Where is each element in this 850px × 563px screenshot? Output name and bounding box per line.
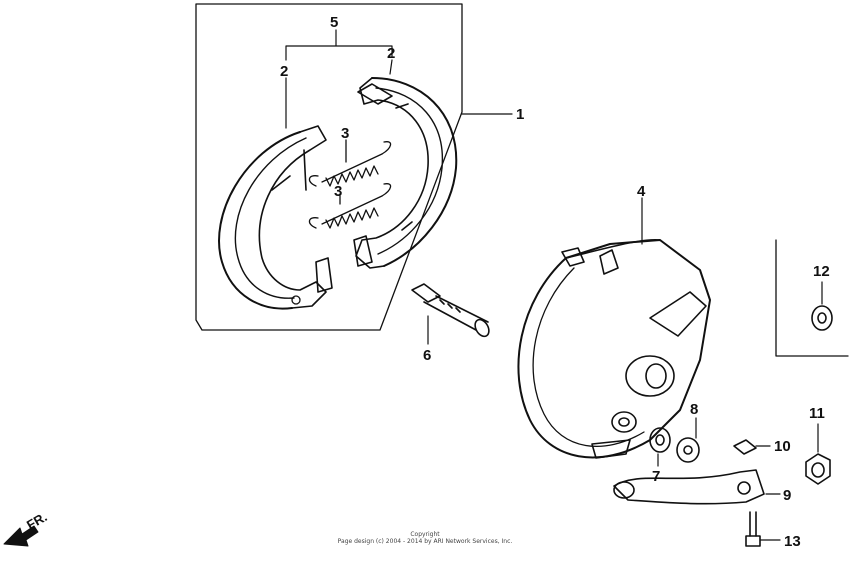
callout-1[interactable]: 1 (516, 106, 524, 123)
bolt-part-13 (745, 511, 781, 547)
callout-4[interactable]: 4 (637, 183, 646, 200)
nut-part-11 (805, 423, 831, 485)
callout-8[interactable]: 8 (690, 401, 698, 418)
washer-part-8 (676, 417, 700, 463)
copyright-title: Copyright (410, 531, 440, 538)
callout-10[interactable]: 10 (774, 438, 791, 455)
spring-upper (308, 139, 392, 187)
copyright-notice: Page design (c) 2004 - 2014 by ARI Netwo… (337, 538, 513, 545)
front-direction-label: FR. (24, 509, 50, 532)
callout-13[interactable]: 13 (784, 533, 801, 550)
callout-3-lower[interactable]: 3 (334, 183, 342, 200)
brake-cam-shaft (411, 283, 490, 345)
callout-2-right[interactable]: 2 (387, 45, 395, 62)
seal-part-7 (649, 427, 671, 467)
callout-9[interactable]: 9 (783, 487, 791, 504)
brake-panel (517, 197, 711, 459)
callout-2-left[interactable]: 2 (280, 63, 288, 80)
callout-11[interactable]: 11 (809, 405, 825, 422)
brake-shoe-left (218, 125, 333, 310)
leader-2b (389, 59, 393, 75)
assembly-frame (195, 3, 463, 331)
front-direction-arrow (3, 525, 39, 547)
wear-indicator-part-10 (733, 439, 771, 455)
callout-5[interactable]: 5 (330, 14, 338, 31)
callout-7[interactable]: 7 (652, 468, 660, 485)
callout-6[interactable]: 6 (423, 347, 431, 364)
brake-shoe-right (353, 77, 458, 269)
callout-3-upper[interactable]: 3 (341, 125, 349, 142)
washer-part-12 (775, 239, 849, 357)
part-5-bracket (285, 29, 393, 61)
callout-12[interactable]: 12 (813, 263, 830, 280)
spring-lower (308, 183, 392, 229)
brake-arm-part-9 (613, 469, 781, 505)
